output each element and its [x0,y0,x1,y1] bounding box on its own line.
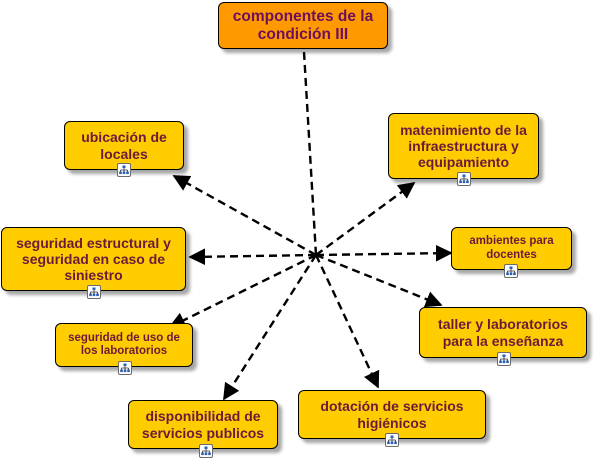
linked-map-icon[interactable] [117,163,131,177]
concept-dotacion[interactable]: dotación de servicios higiénicos [298,390,486,439]
concept-disponibilidad[interactable]: disponibilidad de servicios publicos [128,400,278,449]
linked-map-icon[interactable] [87,285,101,299]
hierarchy-glyph [201,446,211,456]
connector-root [302,51,318,256]
hierarchy-glyph [89,287,99,297]
linked-map-icon[interactable] [118,361,132,375]
linked-map-icon[interactable] [457,172,471,186]
linked-map-icon[interactable] [385,433,399,447]
linked-map-icon[interactable] [504,264,518,278]
linked-map-icon[interactable] [497,352,511,366]
connector-taller [315,253,443,308]
connector-ambientes [315,244,453,262]
concept-label: disponibilidad de servicios publicos [141,408,265,441]
connector-seguridad-uso [168,253,317,329]
concept-label: taller y laboratorios para la enseñanza [438,316,568,349]
hierarchy-glyph [459,174,469,184]
linked-map-icon[interactable] [199,444,213,458]
hierarchy-glyph [506,266,516,276]
hierarchy-glyph [499,354,509,364]
connector-seguridad-estructural [188,248,317,266]
connector-disponibilidad [222,254,318,401]
hierarchy-glyph [120,363,130,373]
concept-mantenimiento[interactable]: matenimiento de la infraestructura y equ… [388,113,539,179]
concept-ubicacion[interactable]: ubicación de locales [64,121,184,170]
concept-taller[interactable]: taller y laboratorios para la enseñanza [419,307,587,358]
concept-label: seguridad de uso de los laboratorios [68,331,180,357]
root-concept-label: componentes de la condición III [232,7,374,43]
concept-seguridad-estructural[interactable]: seguridad estructural y seguridad en cas… [1,227,186,291]
concept-label: ambientes para docentes [469,235,554,261]
concept-label: matenimiento de la infraestructura y equ… [400,121,527,171]
hierarchy-glyph [119,165,129,175]
root-concept[interactable]: componentes de la condición III [218,2,388,49]
concept-ambientes[interactable]: ambientes para docentes [451,227,572,270]
concept-label: seguridad estructural y seguridad en cas… [16,234,171,284]
concept-label: dotación de servicios higiénicos [320,398,464,431]
connector-ubicacion [172,174,317,257]
connector-mantenimiento [315,182,416,256]
connector-dotacion [314,254,380,389]
hierarchy-glyph [387,435,397,445]
concept-label: ubicación de locales [81,129,167,162]
